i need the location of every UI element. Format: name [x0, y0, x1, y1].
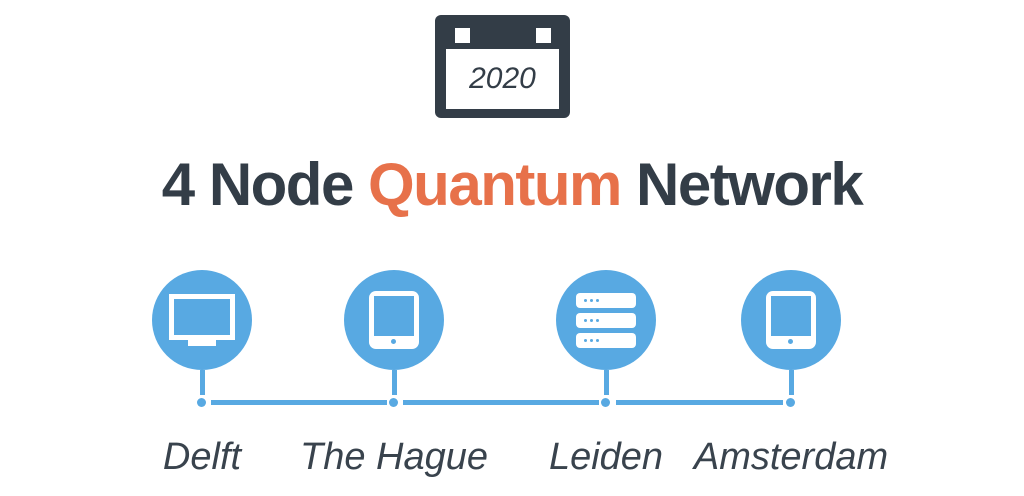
- title-prefix: 4 Node: [161, 151, 355, 218]
- node-circle: [152, 270, 252, 370]
- node-the-hague: The Hague: [300, 270, 488, 478]
- node-circle: [741, 270, 841, 370]
- server-icon: [576, 292, 636, 348]
- calendar-ring-right: [536, 28, 551, 43]
- node-stem: [200, 370, 205, 395]
- node-stem: [604, 370, 609, 395]
- calendar-year: 2020: [469, 62, 536, 95]
- node-amsterdam: Amsterdam: [694, 270, 888, 478]
- timeline-dot: [197, 398, 206, 407]
- page-title: 4 Node Quantum Network: [0, 150, 1024, 219]
- node-circle: [556, 270, 656, 370]
- timeline-dot: [601, 398, 610, 407]
- timeline-segment-3: [616, 400, 783, 405]
- timeline-segment-2: [403, 400, 599, 405]
- node-label: Delft: [162, 436, 242, 478]
- node-label: Amsterdam: [693, 436, 889, 478]
- node-circle: [344, 270, 444, 370]
- tablet-icon: [766, 291, 816, 349]
- node-label: Leiden: [548, 436, 664, 478]
- title-highlight: Quantum: [368, 151, 622, 218]
- calendar-icon: 2020: [435, 15, 570, 118]
- node-stem: [789, 370, 794, 395]
- node-delft: Delft: [152, 270, 252, 478]
- node-leiden: Leiden: [549, 270, 663, 478]
- title-suffix: Network: [636, 151, 864, 218]
- tablet-icon: [369, 291, 419, 349]
- calendar-ring-left: [455, 28, 470, 43]
- calendar-page: 2020: [446, 49, 559, 109]
- timeline-dot: [389, 398, 398, 407]
- node-stem: [392, 370, 397, 395]
- timeline-dot: [786, 398, 795, 407]
- timeline-segment-1: [211, 400, 387, 405]
- node-label: The Hague: [299, 436, 489, 478]
- monitor-icon: [169, 294, 235, 346]
